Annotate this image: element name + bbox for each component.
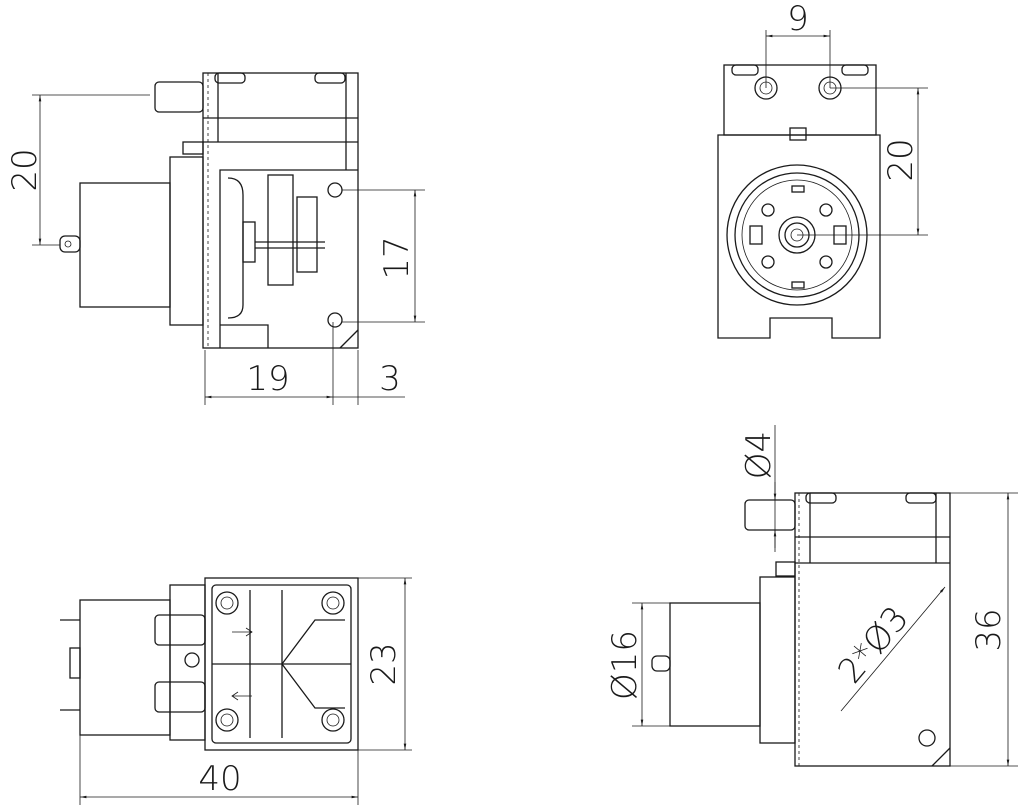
dim-width-23: 23 [364,642,404,685]
dim-port-spacing-9: 9 [787,0,809,39]
side-view: 20 17 19 3 [5,72,425,405]
rear-view: Ø4 36 Ø16 2*Ø3 [605,425,1018,767]
dim-depth-19: 19 [246,359,289,399]
spring-icon [182,141,204,155]
spring-icon [789,127,807,141]
dim-holes-17: 17 [377,236,417,279]
dim-offset-3: 3 [379,359,401,399]
spring-icon [775,561,796,577]
dim-height-36: 36 [969,608,1009,651]
inlet-nozzle [154,81,204,113]
dim-length-40: 40 [198,759,241,799]
dim-height-20: 20 [5,148,45,191]
terminal-icon [59,235,81,253]
outlet-nozzle [744,499,796,531]
dim-holes-2x3: 2*Ø3 [830,599,917,691]
terminal-icon [651,655,671,672]
front-view: 9 20 [717,0,928,339]
dim-port-height-20: 20 [881,138,921,181]
dim-motor-dia-16: Ø16 [605,630,645,700]
dim-port-dia-4: Ø4 [739,431,779,479]
top-view: 23 40 [60,577,412,805]
